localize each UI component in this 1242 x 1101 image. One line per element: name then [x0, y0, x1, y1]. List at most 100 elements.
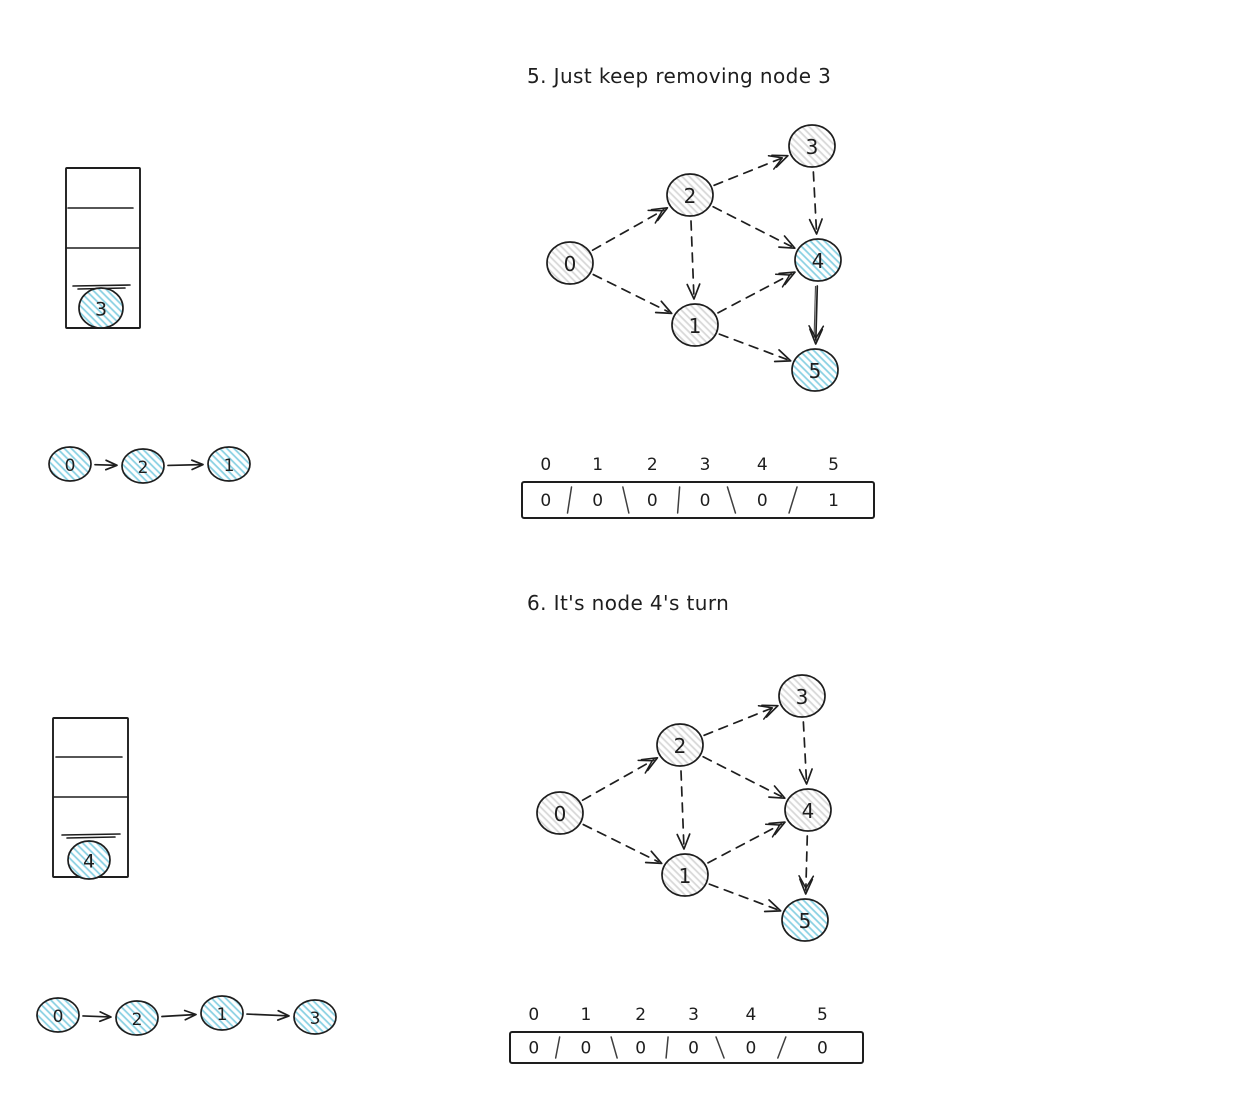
graph-edge-0-1 — [592, 273, 673, 315]
graph-node-3-shape — [778, 674, 826, 718]
arrowhead-icon — [647, 209, 663, 224]
graph-svg: 0 1 2 3 4 5 — [546, 124, 842, 392]
arrowhead-icon — [774, 273, 791, 288]
graph-node-0-shape — [546, 241, 594, 285]
graph-node-5-label: 5 — [809, 359, 822, 383]
graph-node-1-label: 1 — [689, 314, 702, 338]
graph-node-0-shape — [536, 791, 584, 835]
arrowhead-icon — [763, 899, 782, 913]
stack-figure: 3 — [58, 158, 153, 340]
arrowhead-icon — [778, 271, 796, 286]
list-node-2: 2 — [115, 1000, 159, 1036]
graph-node-5: 5 — [781, 898, 829, 942]
arrowhead-icon — [276, 1009, 290, 1021]
list-node-1-label: 1 — [217, 1005, 228, 1025]
graph-node-5: 5 — [791, 348, 839, 392]
arrowhead-icon — [761, 704, 779, 718]
array-divider — [622, 486, 630, 514]
arrowhead-icon — [798, 875, 815, 889]
list-node-0-label: 0 — [53, 1007, 64, 1027]
array-index-1: 1 — [580, 1005, 591, 1025]
list-node-0-shape — [36, 997, 80, 1033]
graph-edge-4-5 — [808, 285, 825, 345]
graph-edge-1-4 — [707, 821, 786, 864]
arrowhead-icon — [799, 878, 814, 895]
array-box — [509, 1031, 864, 1064]
stack-node-4-shape — [67, 840, 111, 880]
result-list-svg: 0 2 1 3 — [36, 995, 337, 1036]
graph-node-0-label: 0 — [554, 802, 567, 826]
array-divider — [665, 1036, 669, 1059]
arrowhead-icon — [764, 823, 781, 838]
list-node-3-label: 3 — [310, 1009, 321, 1029]
graph-node-3-label: 3 — [806, 135, 819, 159]
arrowhead-icon — [190, 459, 204, 471]
list-arrow — [167, 459, 204, 471]
list-node-0: 0 — [36, 997, 80, 1033]
stack-slot-line — [61, 833, 121, 836]
arrowhead-icon — [809, 328, 824, 345]
stack-node-3-shape — [78, 287, 124, 329]
arrowhead-icon — [640, 756, 659, 772]
stack-svg: 4 — [52, 717, 129, 880]
array-divider — [566, 486, 573, 514]
array-index-0: 0 — [540, 455, 551, 475]
graph-edge-3-4 — [808, 171, 823, 235]
arrowhead-icon — [637, 759, 653, 774]
array-index-4: 4 — [757, 455, 768, 475]
list-arrow — [94, 459, 118, 471]
array-value-4: 0 — [746, 1038, 757, 1058]
array-divider — [715, 1036, 725, 1059]
list-node-0-label: 0 — [65, 456, 76, 476]
graph-edge-2-3 — [703, 704, 779, 737]
array-index-5: 5 — [817, 1005, 828, 1025]
arrowhead-icon — [798, 768, 813, 785]
list-node-1-shape — [207, 446, 251, 482]
graph-node-0-label: 0 — [564, 252, 577, 276]
arrowhead-icon — [778, 235, 796, 250]
step-title: 5. Just keep removing node 3 — [527, 64, 832, 88]
list-node-3-shape — [293, 999, 337, 1035]
array-value-3: 0 — [688, 1038, 699, 1058]
list-node-2-label: 2 — [138, 458, 149, 478]
array-divider — [788, 486, 798, 514]
graph-node-2-label: 2 — [674, 734, 687, 758]
arrowhead-icon — [773, 349, 792, 363]
stack-node-4: 4 — [67, 840, 111, 880]
arrowhead-icon — [654, 300, 673, 315]
array-value-1: 0 — [580, 1038, 591, 1058]
graph-node-4: 4 — [794, 238, 842, 282]
stack-node-3-label: 3 — [95, 299, 107, 321]
graph-figure: 0 1 2 3 4 5 — [530, 118, 878, 412]
arrowhead-icon — [686, 283, 701, 300]
arrowhead-icon — [757, 704, 774, 720]
graph-node-2-shape — [656, 723, 704, 767]
arrowhead-icon — [768, 785, 786, 800]
array-divider — [726, 486, 737, 514]
array-value-0: 0 — [540, 491, 551, 511]
graph-node-4-label: 4 — [802, 799, 815, 823]
arrowhead-icon — [676, 833, 691, 850]
graph-node-2: 2 — [666, 173, 714, 217]
graph-node-5-shape — [781, 898, 829, 942]
arrowhead-icon — [808, 218, 823, 235]
graph-node-4-shape — [784, 788, 832, 832]
graph-node-2: 2 — [656, 723, 704, 767]
list-node-2: 2 — [121, 448, 165, 484]
arrowhead-icon — [98, 1011, 112, 1023]
stack-slot-line — [72, 284, 131, 287]
list-arrow — [82, 1011, 112, 1023]
list-node-0: 0 — [48, 446, 92, 482]
list-node-2-shape — [115, 1000, 159, 1036]
array-value-2: 0 — [635, 1038, 646, 1058]
array-divider — [676, 486, 681, 514]
graph-edge-0-2 — [581, 756, 659, 802]
array-value-1: 0 — [592, 491, 603, 511]
graph-edge-0-1 — [582, 823, 663, 865]
